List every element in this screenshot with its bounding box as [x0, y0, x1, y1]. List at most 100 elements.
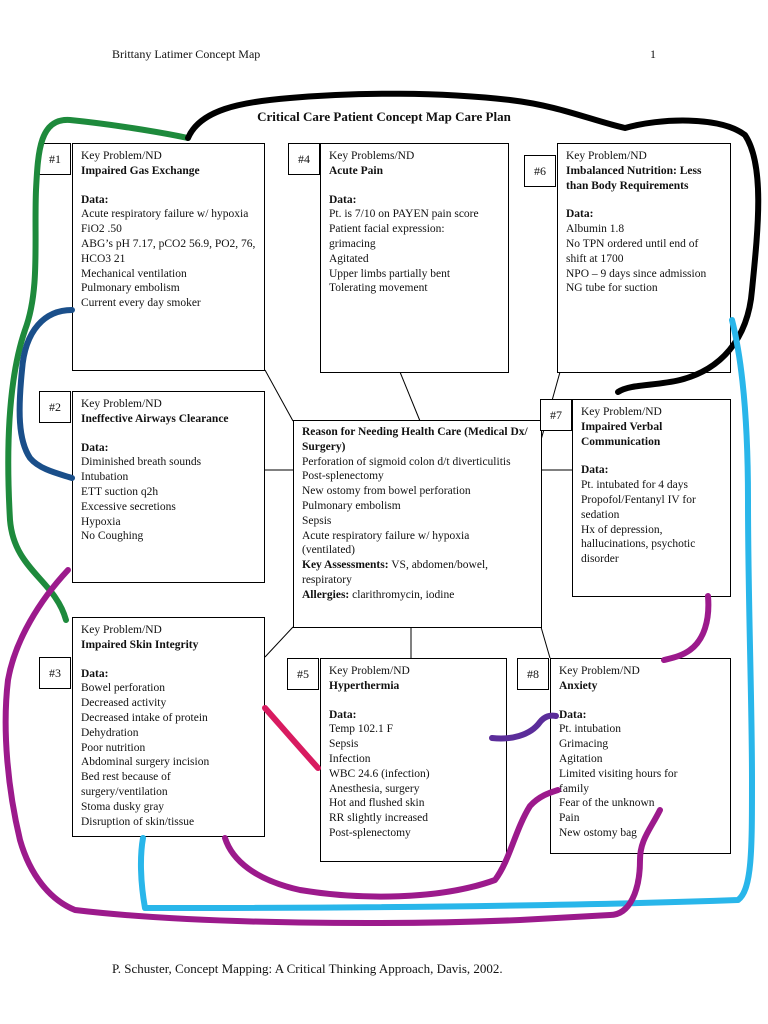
problem-number: #1 [39, 143, 71, 175]
key-problem-label: Key Problem/ND [329, 665, 410, 677]
data-item: family [559, 782, 590, 795]
data-item: Post-splenectomy [329, 826, 411, 839]
nursing-diagnosis: Impaired Verbal Communication [581, 420, 663, 448]
data-item: Bowel perforation [81, 682, 165, 695]
data-item: NPO – 9 days since admission [566, 267, 707, 280]
problem-box-acute-pain: Key Problems/ND Acute Pain Data: Pt. is … [320, 143, 509, 373]
data-item: sedation [581, 508, 620, 521]
key-assessments: Key Assessments: VS, abdomen/bowel, resp… [302, 558, 533, 588]
data-item: disorder [581, 553, 619, 566]
data-item: Poor nutrition [81, 741, 146, 754]
header-author: Brittany Latimer Concept Map [112, 47, 261, 61]
data-item: grimacing [329, 237, 376, 250]
data-item: Intubation [81, 471, 129, 484]
diagnosis-item: Post-splenectomy [302, 470, 384, 483]
key-problem-label: Key Problem/ND [566, 150, 647, 162]
data-label: Data: [81, 667, 109, 680]
data-label: Data: [81, 441, 109, 454]
diagnosis-item: Pulmonary embolism [302, 499, 401, 512]
data-item: FiO2 .50 [81, 223, 122, 236]
key-problem-label: Key Problem/ND [581, 406, 662, 418]
key-problem-label: Key Problem/ND [81, 150, 162, 162]
data-item: WBC 24.6 (infection) [329, 767, 430, 780]
allergies-value: clarithromycin, iodine [352, 588, 455, 601]
citation-footer: P. Schuster, Concept Mapping: A Critical… [112, 961, 503, 976]
data-item: Disruption of skin/tissue [81, 815, 195, 828]
data-item: Pt. is 7/10 on PAYEN pain score [329, 208, 479, 221]
data-item: Hx of depression, [581, 523, 663, 536]
data-item: Fear of the unknown [559, 797, 655, 810]
data-item: Limited visiting hours for [559, 767, 678, 780]
data-item: Bed rest because of [81, 771, 171, 784]
nursing-diagnosis: Impaired Skin Integrity [81, 638, 199, 651]
problem-box-skin-integrity: Key Problem/ND Impaired Skin Integrity D… [72, 617, 265, 837]
data-item: HCO3 21 [81, 252, 126, 265]
data-item: Temp 102.1 F [329, 723, 394, 736]
nursing-diagnosis: Acute Pain [329, 164, 383, 177]
data-item: Agitation [559, 752, 603, 765]
problem-box-nutrition: Key Problem/ND Imbalanced Nutrition: Les… [557, 143, 731, 373]
data-item: Pt. intubated for 4 days [581, 479, 688, 492]
key-problem-label: Key Problem/ND [81, 624, 162, 636]
medical-diagnosis-title: Reason for Needing Health Care (Medical … [302, 426, 528, 453]
data-label: Data: [329, 708, 357, 721]
data-item: Decreased intake of protein [81, 711, 208, 724]
data-item: shift at 1700 [566, 252, 624, 265]
data-item: Grimacing [559, 738, 609, 751]
problem-box-airway-clearance: Key Problem/ND Ineffective Airways Clear… [72, 391, 265, 583]
data-item: Hot and flushed skin [329, 797, 425, 810]
nursing-diagnosis: Anxiety [559, 679, 598, 692]
data-item: surgery/ventilation [81, 785, 168, 798]
key-problem-label: Key Problems/ND [329, 150, 415, 162]
data-item: Propofol/Fentanyl IV for [581, 493, 696, 506]
problem-number: #5 [287, 658, 319, 690]
problem-number: #2 [39, 391, 71, 423]
diagnosis-item: Perforation of sigmoid colon d/t diverti… [302, 455, 511, 468]
key-assessments-label: Key Assessments: [302, 559, 389, 572]
page-title: Critical Care Patient Concept Map Care P… [257, 109, 511, 124]
data-item: NG tube for suction [566, 282, 658, 295]
data-item: Infection [329, 752, 371, 765]
data-item: No TPN ordered until end of [566, 237, 699, 250]
diagnosis-item: Acute respiratory failure w/ hypoxia [302, 529, 470, 542]
problem-number: #6 [524, 155, 556, 187]
data-item: Albumin 1.8 [566, 223, 625, 236]
data-item: Mechanical ventilation [81, 267, 187, 280]
data-item: Sepsis [329, 738, 359, 751]
data-item: Decreased activity [81, 697, 167, 710]
key-problem-label: Key Problem/ND [559, 665, 640, 677]
data-label: Data: [581, 464, 609, 477]
data-item: Anesthesia, surgery [329, 782, 420, 795]
data-item: Excessive secretions [81, 500, 176, 513]
problem-box-gas-exchange: Key Problem/ND Impaired Gas Exchange Dat… [72, 143, 265, 371]
data-item: Tolerating movement [329, 282, 428, 295]
problem-box-hyperthermia: Key Problem/ND Hyperthermia Data: Temp 1… [320, 658, 507, 862]
data-item: Diminished breath sounds [81, 456, 202, 469]
data-item: RR slightly increased [329, 812, 429, 825]
data-item: ABG’s pH 7.17, pCO2 56.9, PO2, 76, [81, 237, 256, 250]
nursing-diagnosis: Impaired Gas Exchange [81, 164, 200, 177]
data-item: Patient facial expression: [329, 223, 445, 236]
problem-number: #3 [39, 657, 71, 689]
nursing-diagnosis: Ineffective Airways Clearance [81, 412, 229, 425]
nursing-diagnosis: Imbalanced Nutrition: Less than Body Req… [566, 164, 702, 192]
allergies: Allergies: clarithromycin, iodine [302, 588, 533, 603]
data-item: ETT suction q2h [81, 485, 159, 498]
data-label: Data: [559, 708, 587, 721]
data-item: hallucinations, psychotic [581, 538, 696, 551]
data-label: Data: [566, 208, 594, 221]
data-item: Abdominal surgery incision [81, 756, 210, 769]
diagnosis-item: Sepsis [302, 514, 332, 527]
data-item: Pain [559, 812, 580, 825]
problem-number: #4 [288, 143, 320, 175]
data-item: No Coughing [81, 530, 144, 543]
data-item: Pulmonary embolism [81, 282, 180, 295]
problem-box-verbal-communication: Key Problem/ND Impaired Verbal Communica… [572, 399, 731, 597]
data-item: New ostomy bag [559, 826, 637, 839]
diagnosis-item: New ostomy from bowel perforation [302, 485, 471, 498]
data-item: Agitated [329, 252, 369, 265]
problem-box-anxiety: Key Problem/ND Anxiety Data: Pt. intubat… [550, 658, 731, 854]
data-item: Dehydration [81, 726, 139, 739]
data-label: Data: [329, 193, 357, 206]
data-item: Acute respiratory failure w/ hypoxia [81, 208, 249, 221]
